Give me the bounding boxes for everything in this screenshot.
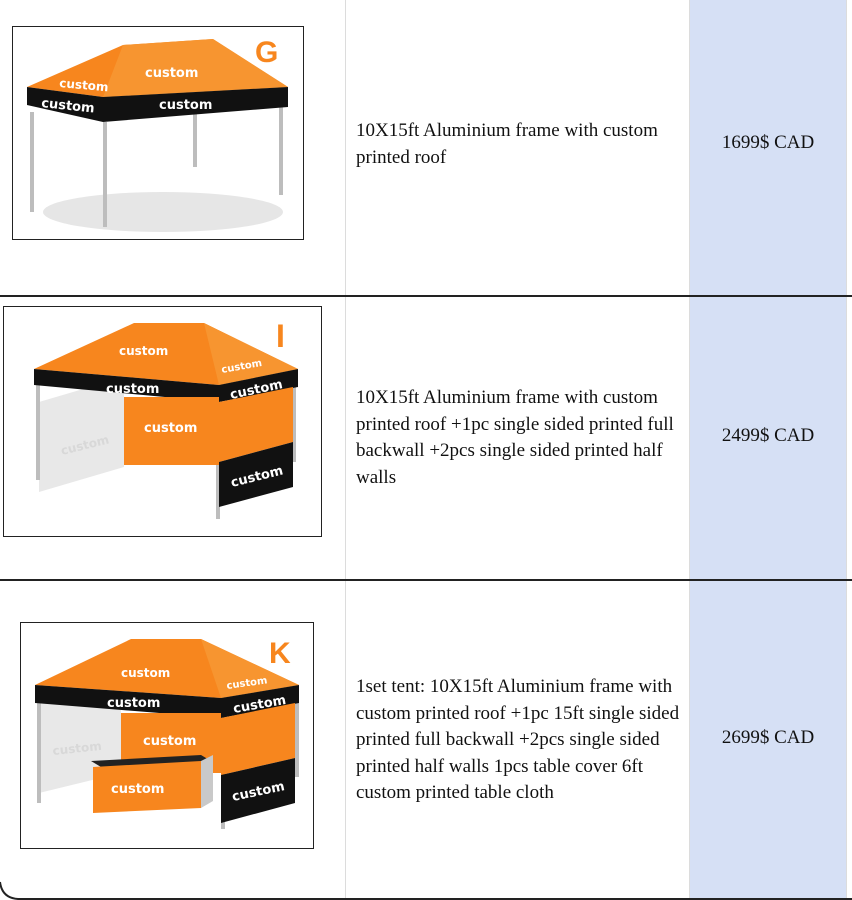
- row-divider: [0, 579, 852, 581]
- column-divider: [345, 0, 346, 900]
- bottom-border: [0, 881, 852, 900]
- tent-image-g: custom custom custom custom G: [12, 26, 304, 240]
- product-description: 10X15ft Aluminium frame with custom prin…: [356, 120, 658, 168]
- product-description: 10X15ft Aluminium frame with custom prin…: [356, 387, 674, 488]
- roof-label: custom: [145, 66, 198, 81]
- roof-label: custom: [119, 344, 168, 358]
- valance-label: custom: [107, 696, 160, 711]
- column-divider: [846, 0, 847, 900]
- product-description: 1set tent: 10X15ft Aluminium frame with …: [356, 676, 680, 803]
- product-price: 2499$ CAD: [721, 425, 815, 446]
- product-price: 2699$ CAD: [721, 727, 815, 748]
- price-column: [690, 0, 846, 900]
- column-divider: [689, 0, 690, 900]
- variant-letter: I: [276, 318, 285, 354]
- valance-label: custom: [41, 96, 96, 116]
- row-divider: [0, 295, 852, 297]
- variant-letter: K: [269, 637, 291, 670]
- roof-label: custom: [121, 666, 170, 680]
- valance-label: custom: [106, 382, 159, 397]
- roof-label: custom: [59, 76, 109, 94]
- product-price: 1699$ CAD: [721, 132, 815, 153]
- backwall-label: custom: [144, 421, 197, 436]
- variant-letter: G: [255, 36, 278, 69]
- tent-image-i: custom custom custom custom custom custo…: [3, 306, 322, 537]
- valance-label: custom: [159, 98, 212, 113]
- sidewall-label: custom: [52, 739, 102, 758]
- backwall-label: custom: [143, 734, 196, 749]
- tent-image-k: custom custom custom custom custom custo…: [20, 622, 314, 849]
- tablecloth-label: custom: [111, 782, 164, 797]
